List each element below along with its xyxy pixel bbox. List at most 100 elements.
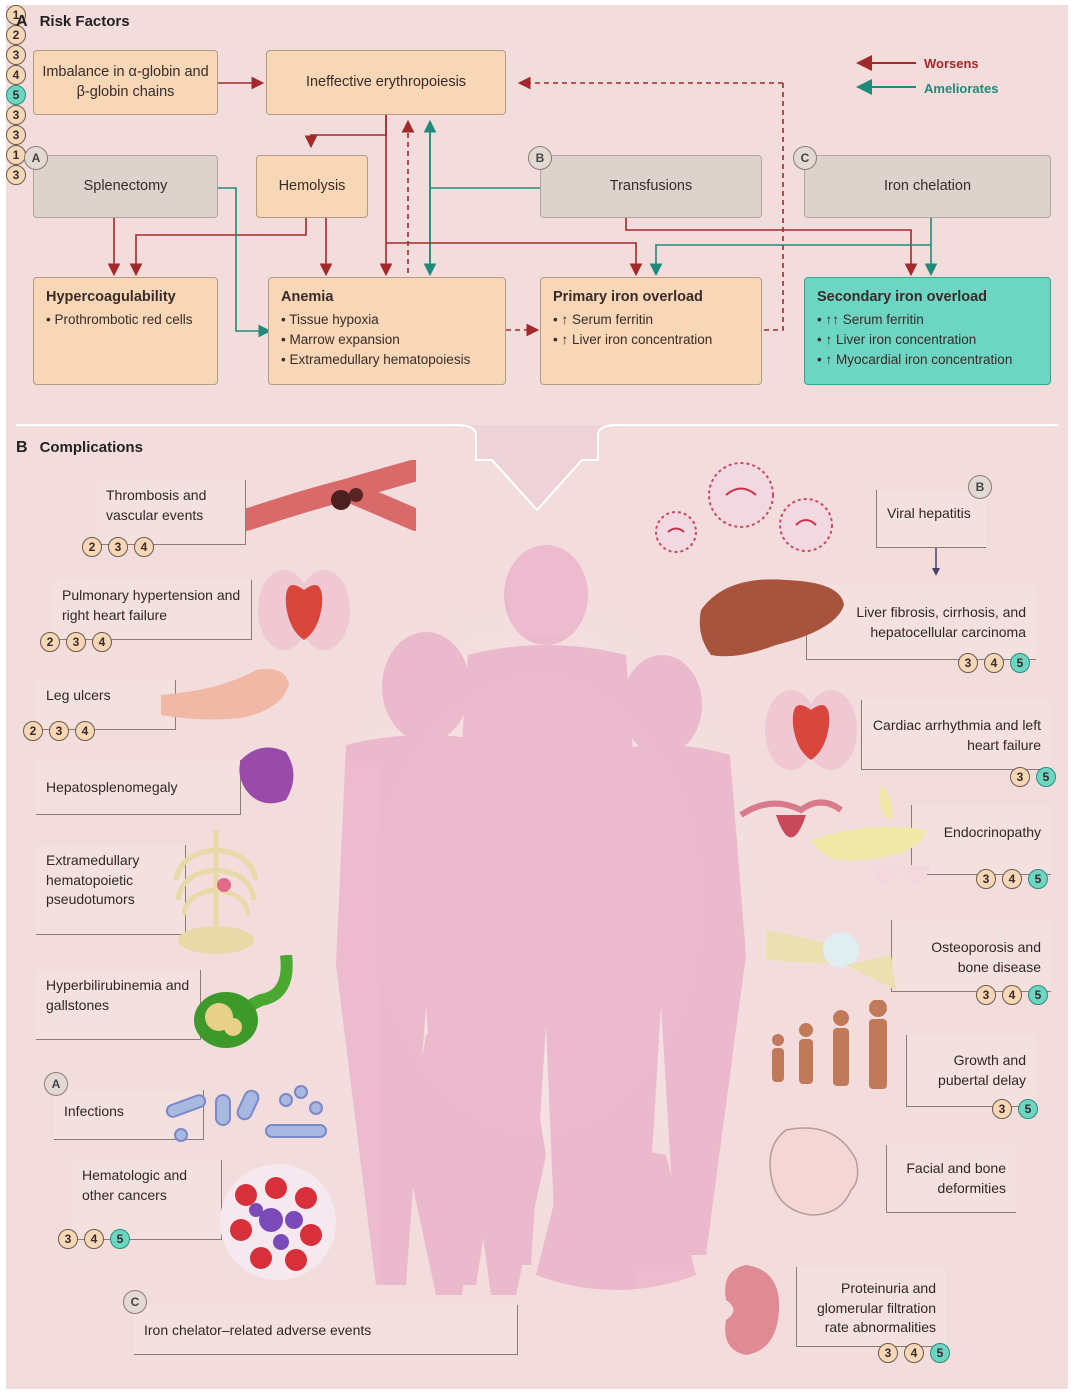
complication-extramedullary-pseudotumors: Extramedullary hematopoietic pseudotumor… (36, 845, 186, 935)
hypercoagulability-box: Hypercoagulability Prothrombotic red cel… (33, 277, 218, 385)
letter-b-marker: B (968, 475, 992, 499)
badge: 3 (1010, 767, 1030, 787)
kidney-icon (711, 1260, 786, 1360)
badge: 5 (1036, 767, 1056, 787)
primary-iron-item: ↑ Serum ferritin (553, 310, 749, 330)
transfusions-box: Transfusions (540, 155, 762, 218)
complication-pulmonary-hypertension: Pulmonary hypertension and right heart f… (52, 580, 252, 640)
badge: 5 (1018, 1099, 1038, 1119)
secondary-iron-item: ↑ Liver iron concentration (817, 330, 1038, 350)
letter-a-marker: A (44, 1072, 68, 1096)
complication-hepatosplenomegaly: Hepatosplenomegaly (36, 760, 241, 815)
liver-icon (696, 570, 846, 665)
badge: 4 (1002, 985, 1022, 1005)
virus-icon (646, 460, 846, 560)
badge: 5 (110, 1229, 130, 1249)
badge: 4 (84, 1229, 104, 1249)
complication-proteinuria: Proteinuria and glomerular filtration ra… (796, 1267, 946, 1347)
badge: 3 (108, 537, 128, 557)
gallbladder-icon (191, 955, 301, 1055)
badge: 3 (976, 869, 996, 889)
complication-growth-delay: Growth and pubertal delay (906, 1035, 1036, 1107)
badge: 4 (984, 653, 1004, 673)
section-a-heading: ARisk Factors (16, 13, 130, 31)
secondary-iron-overload-title: Secondary iron overload (817, 288, 1038, 308)
heart-lungs-icon (254, 555, 354, 655)
heart-lungs-icon (761, 675, 861, 775)
complication-chelator-adverse-events: Iron chelator–related adverse events (134, 1305, 518, 1355)
spleen-icon (231, 740, 301, 810)
badge: 2 (82, 537, 102, 557)
blood-clot-vessel-icon (246, 460, 416, 545)
badge-group: 345 (958, 653, 1030, 673)
badge: 3 (49, 721, 69, 741)
growth-figures-icon (766, 1000, 901, 1110)
badge: 5 (930, 1343, 950, 1363)
complication-endocrinopathy: Endocrinopathy (911, 805, 1051, 875)
primary-iron-overload-box: Primary iron overload ↑ Serum ferritin ↑… (540, 277, 762, 385)
ineffective-erythropoiesis-box: Ineffective erythropoiesis (266, 50, 506, 115)
legend-worsens: Worsens (924, 56, 979, 71)
hypercoagulability-title: Hypercoagulability (46, 288, 205, 308)
badge: 2 (40, 632, 60, 652)
badge-group: 345 (58, 1229, 130, 1249)
anemia-title: Anemia (281, 288, 493, 308)
iron-chelation-box: Iron chelation (804, 155, 1051, 218)
anemia-box: Anemia Tissue hypoxia Marrow expansion E… (268, 277, 506, 385)
badge: 3 (992, 1099, 1012, 1119)
anemia-item: Tissue hypoxia (281, 310, 493, 330)
arrow-icon (931, 548, 941, 578)
secondary-iron-item: ↑↑ Serum ferritin (817, 310, 1038, 330)
ribcage-spine-icon (166, 825, 266, 960)
complication-facial-deformities: Facial and bone deformities (886, 1145, 1016, 1213)
primary-iron-overload-title: Primary iron overload (553, 288, 749, 308)
badge: 3 (66, 632, 86, 652)
child-face-icon (756, 1120, 866, 1220)
secondary-iron-overload-box: Secondary iron overload ↑↑ Serum ferriti… (804, 277, 1051, 385)
complication-cardiac-arrhythmia: Cardiac arrhythmia and left heart failur… (861, 700, 1051, 770)
legend-arrows (854, 55, 920, 95)
badge: 5 (1028, 985, 1048, 1005)
badge-group: 35 (1010, 767, 1056, 787)
imbalance-box: Imbalance in α-globin and β-globin chain… (33, 50, 218, 115)
badge: 3 (958, 653, 978, 673)
letter-c-marker: C (793, 146, 817, 170)
splenectomy-box: Splenectomy (33, 155, 218, 218)
secondary-iron-item: ↑ Myocardial iron concentration (817, 350, 1038, 370)
letter-a-marker: A (24, 146, 48, 170)
badge: 3 (878, 1343, 898, 1363)
complication-viral-hepatitis: Viral hepatitis (876, 490, 986, 548)
complication-thrombosis: Thrombosis and vascular events (96, 480, 246, 545)
primary-iron-item: ↑ Liver iron concentration (553, 330, 749, 350)
badge: 4 (904, 1343, 924, 1363)
foot-icon (161, 660, 291, 725)
badge: 3 (976, 985, 996, 1005)
complication-hyperbilirubinemia: Hyperbilirubinemia and gallstones (36, 970, 201, 1040)
blood-cells-icon (216, 1160, 341, 1285)
anemia-item: Extramedullary hematopoiesis (281, 350, 493, 370)
badge: 4 (75, 721, 95, 741)
badge: 4 (1002, 869, 1022, 889)
letter-b-marker: B (528, 146, 552, 170)
complication-osteoporosis: Osteoporosis and bone disease (891, 920, 1051, 992)
letter-c-marker: C (123, 1290, 147, 1314)
hemolysis-box: Hemolysis (256, 155, 368, 218)
badge: 4 (92, 632, 112, 652)
legend-ameliorates: Ameliorates (924, 81, 998, 96)
badge: 5 (1028, 869, 1048, 889)
knee-joint-icon (766, 910, 901, 995)
badge: 4 (134, 537, 154, 557)
hypercoagulability-item: Prothrombotic red cells (46, 310, 205, 330)
badge: 5 (1010, 653, 1030, 673)
badge: 2 (23, 721, 43, 741)
bacteria-icon (156, 1080, 336, 1150)
